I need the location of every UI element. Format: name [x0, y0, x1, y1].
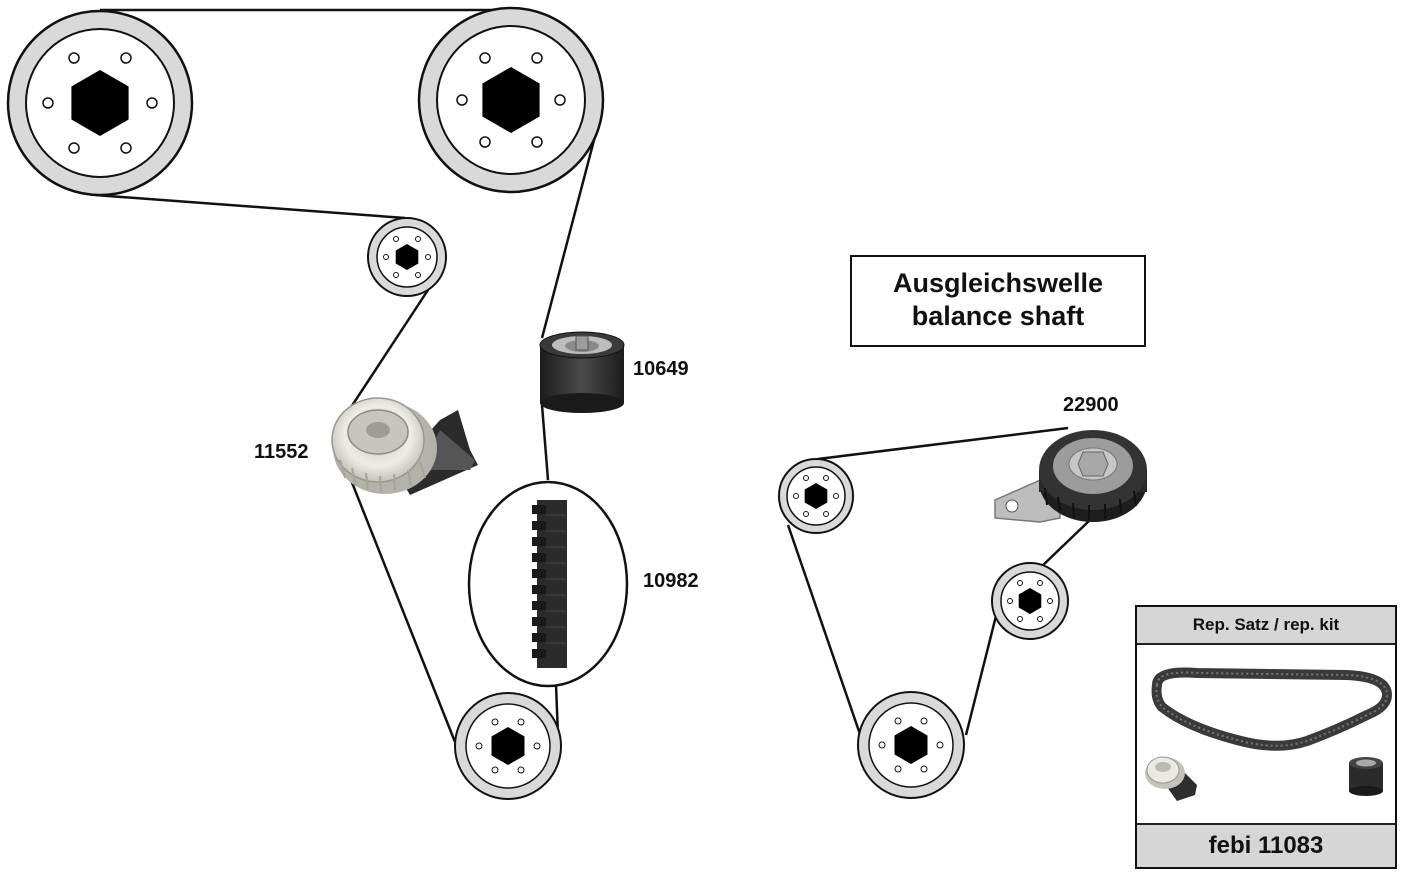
balance-shaft-title-box: Ausgleichswelle balance shaft	[850, 255, 1146, 347]
balance-shaft-title-en: balance shaft	[911, 301, 1085, 331]
camshaft-pulley-right	[417, 6, 605, 194]
kit-idler	[1349, 757, 1383, 796]
repair-kit-panel: Rep. Satz / rep. kit febi 11083	[1135, 605, 1397, 869]
part-label-10982: 10982	[643, 570, 699, 592]
balance-belt-path	[786, 426, 1091, 741]
balance-shaft-title-de: Ausgleichswelle	[892, 268, 1104, 298]
repair-kit-part-number: febi 11083	[1137, 823, 1395, 867]
repair-kit-header: Rep. Satz / rep. kit	[1137, 607, 1395, 645]
kit-tensioner	[1145, 756, 1197, 801]
tensioner-pulley-22900	[994, 430, 1147, 523]
repair-kit-image	[1145, 667, 1393, 801]
balance-pulley-right	[991, 562, 1069, 640]
balance-crank-pulley	[857, 691, 965, 799]
camshaft-pulley-left	[6, 9, 194, 197]
part-label-22900: 22900	[1063, 394, 1119, 416]
idler-pulley-10649	[539, 331, 625, 413]
main-belt-path	[94, 8, 600, 743]
tensioner-pulley-11552	[331, 397, 478, 495]
part-label-11552: 11552	[254, 441, 309, 463]
guide-pulley-upper	[367, 217, 447, 297]
crankshaft-pulley	[454, 692, 562, 800]
balance-pulley-upper-left	[778, 458, 854, 534]
timing-belt-10982	[467, 480, 629, 688]
part-label-10649: 10649	[633, 358, 689, 380]
